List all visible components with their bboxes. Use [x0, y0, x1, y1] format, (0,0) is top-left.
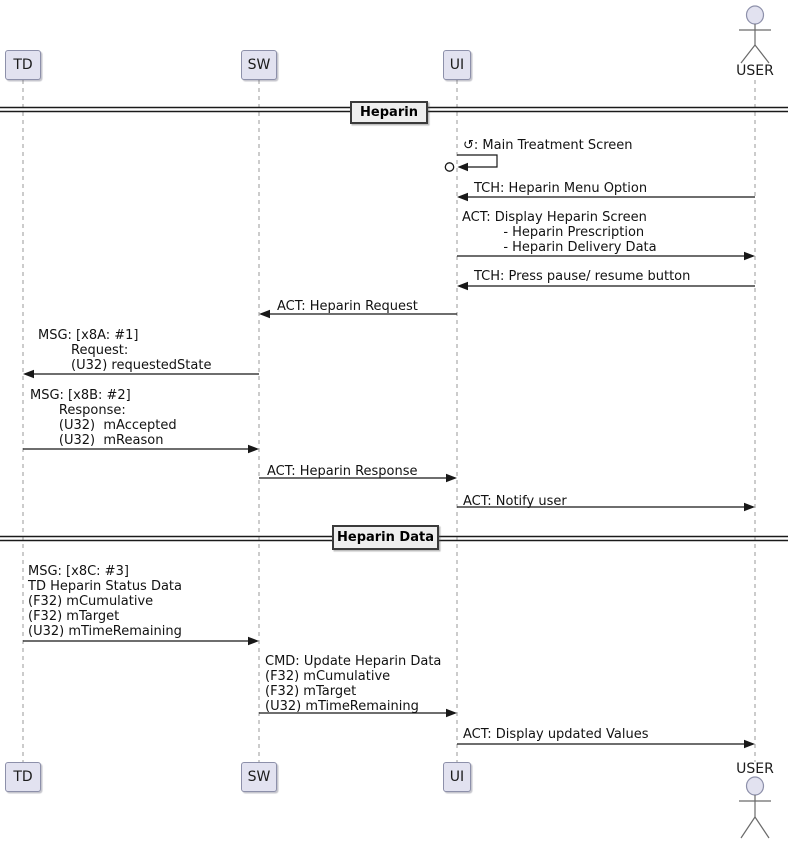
- actor-figure-top: [739, 5, 771, 64]
- message-msg-x8c-status-data: MSG: [x8C: #3] TD Heparin Status Data (F…: [28, 564, 183, 639]
- message-act-notify-user: ACT: Notify user: [463, 494, 567, 509]
- participant-user-bottom: USER: [736, 761, 774, 777]
- participant-ui-top: UI: [443, 50, 471, 80]
- participant-ui-bottom: UI: [443, 762, 471, 792]
- arrow-tch-press-pause-resume: [457, 281, 755, 291]
- message-act-heparin-request: ACT: Heparin Request: [277, 299, 418, 314]
- message-act-heparin-response: ACT: Heparin Response: [267, 464, 418, 479]
- message-tch-heparin-menu-option: TCH: Heparin Menu Option: [474, 181, 648, 196]
- arrow-act-display-heparin-screen: [457, 251, 755, 261]
- arrow-msg-x8c: [23, 636, 259, 646]
- actor-figure-bottom: [739, 776, 771, 839]
- message-act-display-updated-values: ACT: Display updated Values: [463, 727, 649, 742]
- participant-user-top: USER: [736, 63, 774, 79]
- participant-sw-bottom: SW: [241, 762, 277, 792]
- arrow-act-heparin-request: [259, 309, 457, 319]
- message-msg-x8b-response: MSG: [x8B: #2] Response: (U32) mAccepted…: [30, 388, 177, 448]
- participant-ui-label: UI: [449, 769, 465, 785]
- divider-heparin-data-label: Heparin Data: [332, 525, 439, 550]
- arrow-self-main-treatment: [444, 154, 498, 172]
- participant-sw-label: SW: [247, 57, 271, 73]
- participant-sw-top: SW: [241, 50, 277, 80]
- message-cmd-update-heparin-data: CMD: Update Heparin Data (F32) mCumulati…: [265, 654, 442, 714]
- message-self-main-treatment-screen: ↺: Main Treatment Screen: [463, 138, 633, 153]
- divider-heparin-label: Heparin: [350, 101, 428, 124]
- arrow-act-notify-user: [457, 502, 755, 512]
- arrow-msg-x8a: [23, 369, 259, 379]
- message-msg-x8a-request: MSG: [x8A: #1] Request: (U32) requestedS…: [38, 328, 212, 373]
- message-act-display-heparin-screen: ACT: Display Heparin Screen - Heparin Pr…: [462, 210, 657, 255]
- arrow-act-display-updated-values: [457, 739, 755, 749]
- arrow-msg-x8b: [23, 444, 259, 454]
- participant-td-label: TD: [13, 769, 33, 785]
- participant-td-bottom: TD: [5, 762, 41, 792]
- participant-td-top: TD: [5, 50, 41, 80]
- arrow-act-heparin-response: [259, 473, 457, 483]
- participant-ui-label: UI: [449, 57, 465, 73]
- participant-td-label: TD: [13, 57, 33, 73]
- arrow-cmd-update-heparin-data: [259, 708, 457, 718]
- lifelines: [22, 80, 756, 762]
- arrow-tch-heparin-menu-option: [457, 192, 755, 202]
- message-tch-press-pause-resume: TCH: Press pause/ resume button: [474, 269, 691, 284]
- participant-sw-label: SW: [247, 769, 271, 785]
